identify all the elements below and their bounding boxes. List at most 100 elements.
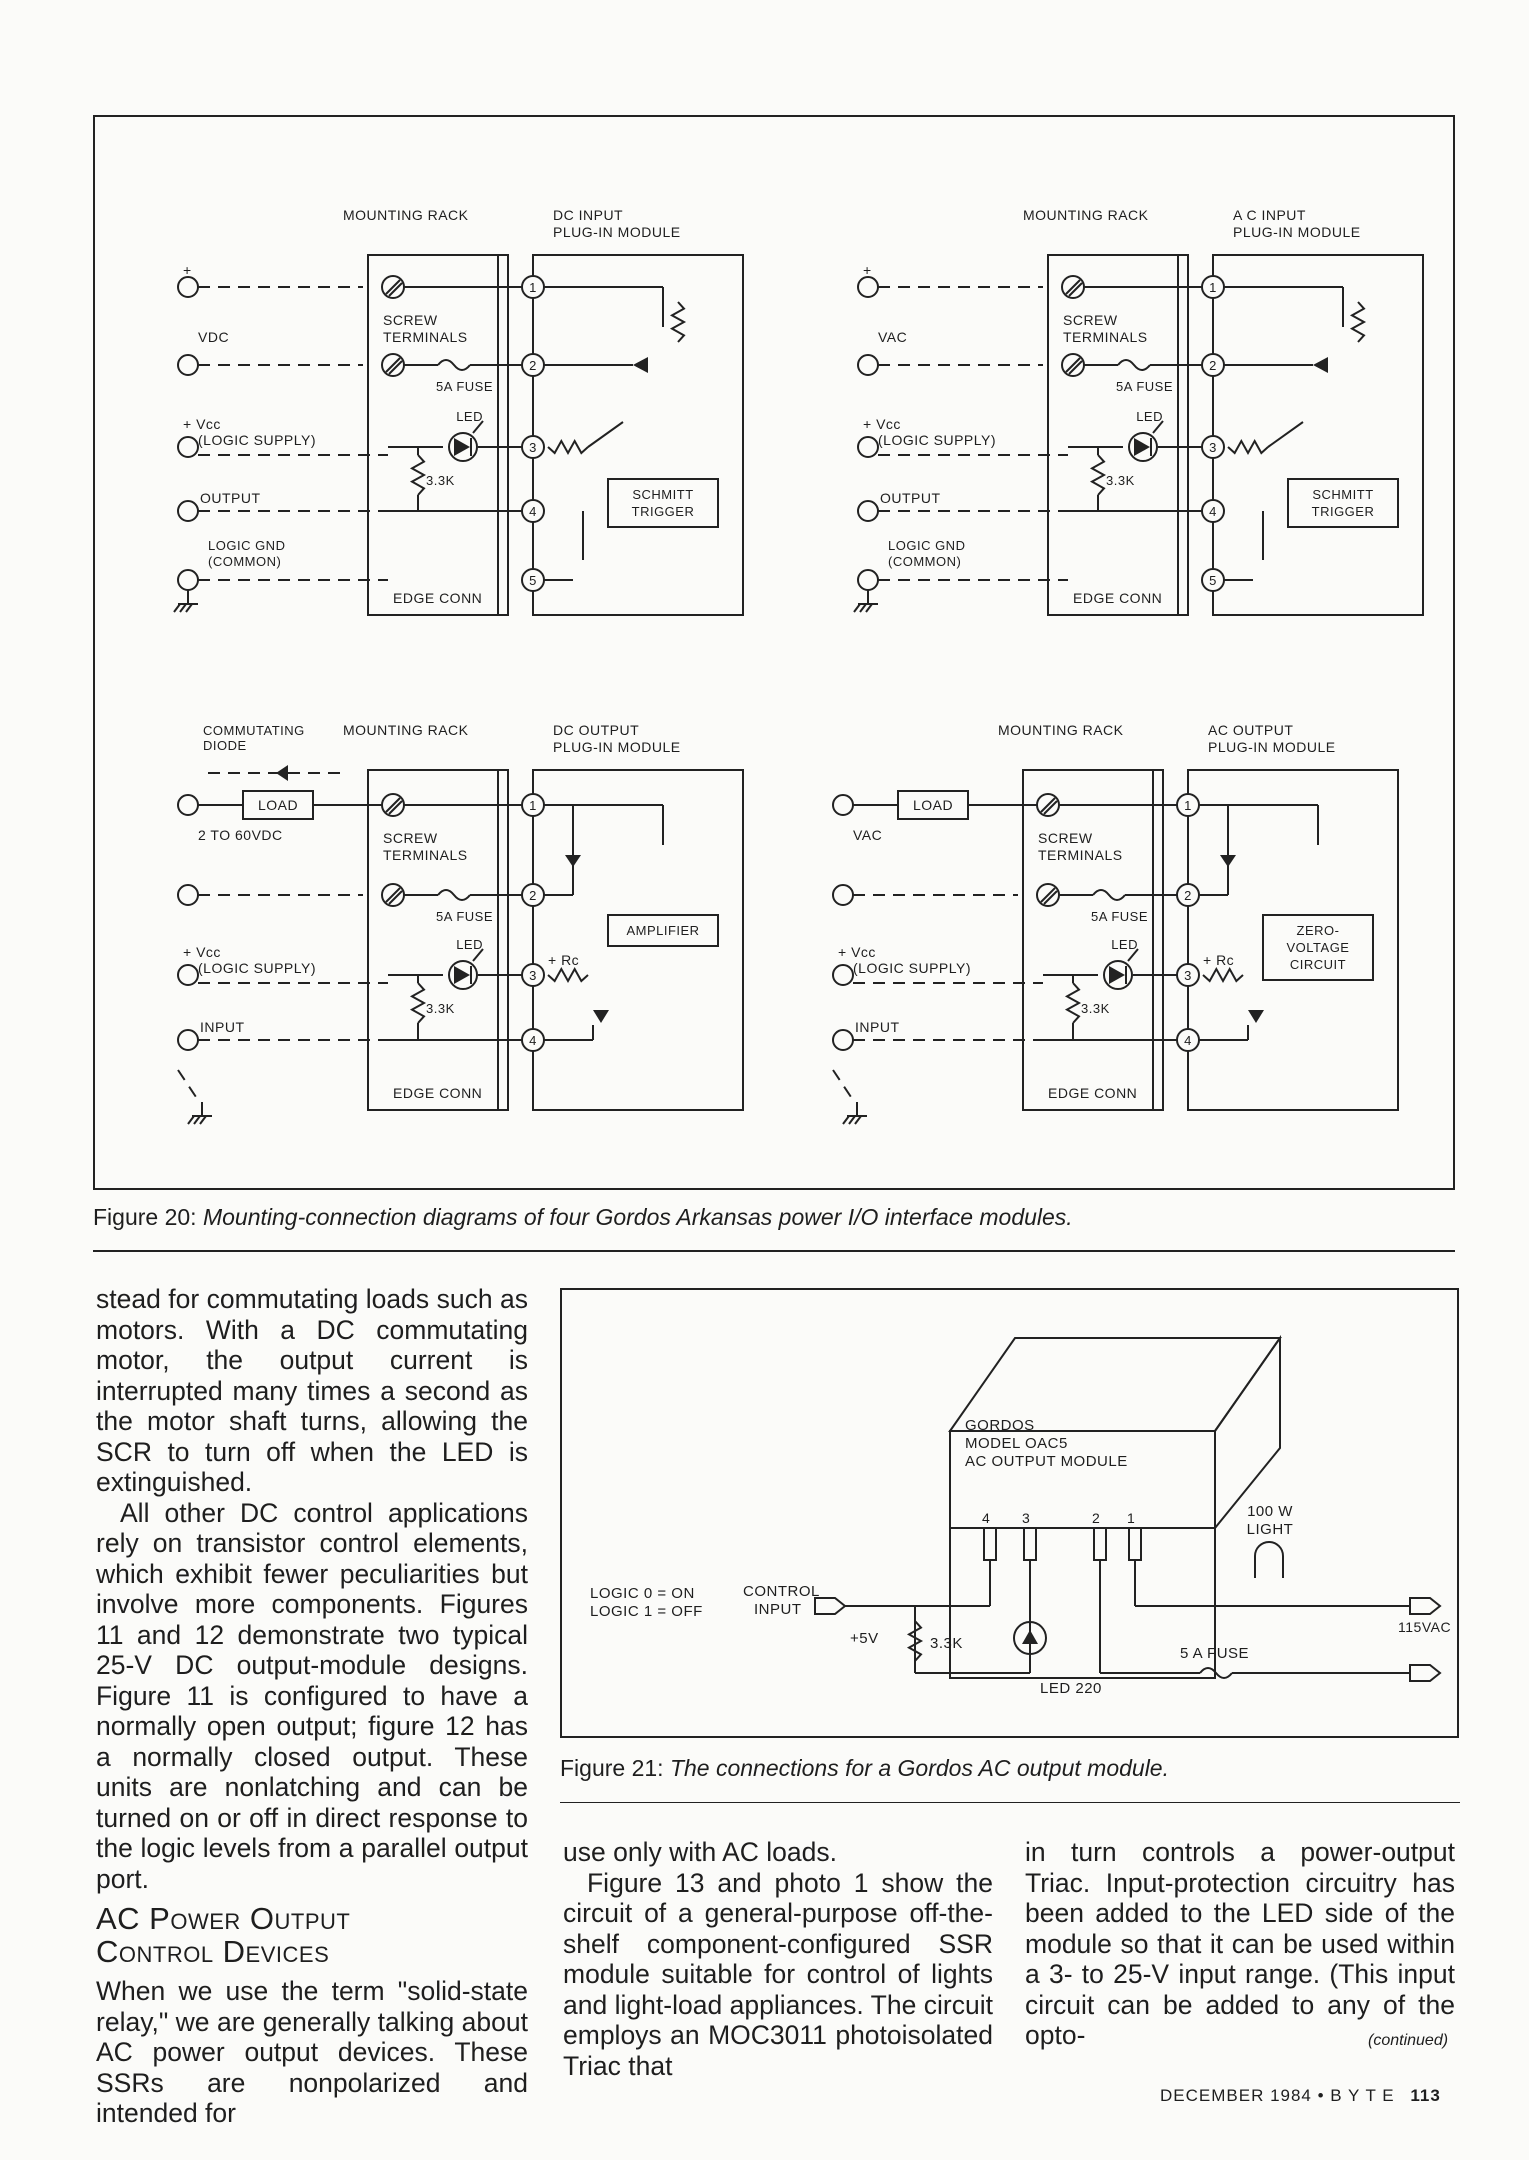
schematic-line: [848, 1115, 856, 1125]
diagram-label: (LOGIC SUPPLY): [853, 960, 971, 976]
diagram-label: 3: [1184, 968, 1192, 983]
diagram-label: DC INPUT: [553, 207, 623, 223]
section-heading-line: AC Power Output: [96, 1901, 351, 1936]
diagram-label: 3.3K: [1081, 1001, 1110, 1016]
resistor: [669, 301, 687, 343]
diagram-label: 2: [1184, 888, 1192, 903]
diagram-label: EDGE CONN: [1073, 590, 1162, 606]
box: [367, 769, 509, 1111]
resistor: [1064, 982, 1082, 1024]
box: [607, 478, 719, 528]
led-icon: [593, 1010, 609, 1023]
diagram-label: ZERO-: [1297, 923, 1340, 938]
terminal: [857, 569, 879, 591]
diagram-label: 5A FUSE: [436, 379, 493, 394]
paragraph: All other DC control applications rely o…: [96, 1497, 528, 1894]
diagram-label: GORDOS: [965, 1417, 1035, 1434]
terminal: [448, 960, 478, 990]
led-icon: [454, 966, 470, 984]
schematic-line: [1065, 279, 1081, 295]
paragraph: Figure 13 and photo 1 show the circuit o…: [563, 1867, 993, 2081]
diagram-label: 1: [529, 280, 537, 295]
figure-21-caption: Figure 21: The connections for a Gordos …: [560, 1755, 1169, 1782]
box: [1093, 1527, 1107, 1561]
led-icon: [454, 438, 470, 456]
figure-20-caption-label: Figure 20:: [93, 1204, 197, 1230]
diagram-label: DC OUTPUT: [553, 722, 639, 738]
resistor: [1202, 966, 1244, 984]
led-icon: [1022, 1630, 1038, 1644]
diagram-label: 2: [1092, 1510, 1100, 1526]
caption-divider: [93, 1250, 1455, 1252]
diagram-label: LIGHT: [1247, 1521, 1294, 1538]
schematic-line: [1040, 797, 1056, 813]
diagram-label: TERMINALS: [383, 329, 468, 345]
diagram-label: SCREW: [1038, 830, 1093, 846]
diagram-label: COMMUTATING: [203, 723, 305, 738]
diagram-label: TERMINALS: [1063, 329, 1148, 345]
diagram-label: CIRCUIT: [1290, 957, 1346, 972]
diagram-label: LOGIC 0 = ON: [590, 1585, 695, 1602]
diagram-label: (LOGIC SUPPLY): [198, 960, 316, 976]
resistor: [547, 966, 589, 984]
diagram-label: 1: [529, 798, 537, 813]
diagram-label: 2: [529, 888, 537, 903]
diagram-label: LED: [1136, 409, 1163, 424]
article-column-right: in turn controls a power-output Triac. I…: [1025, 1837, 1455, 2051]
diagram-label: + Rc: [1203, 952, 1234, 968]
fuse: [1117, 359, 1151, 371]
diagram-label: MOUNTING RACK: [998, 722, 1124, 738]
terminal: [832, 1029, 854, 1051]
schematic-line: [187, 1115, 195, 1125]
schematic-line: [179, 603, 187, 613]
resistor: [547, 438, 589, 456]
diagram-label: 1: [1209, 280, 1217, 295]
schematic-line: [185, 603, 193, 613]
terminal: [832, 964, 854, 986]
schematic-line: [859, 603, 867, 613]
diagram-label: PLUG-IN MODULE: [1233, 224, 1361, 240]
resistor: [1227, 438, 1269, 456]
diagram-label: 3.3K: [426, 1001, 455, 1016]
diagram-label: 3: [1022, 1510, 1030, 1526]
schematic-line: [388, 360, 403, 375]
diagram-label: MODEL OAC5: [965, 1435, 1068, 1452]
diagram-label: TERMINALS: [1038, 847, 1123, 863]
schematic-line: [177, 1069, 199, 1101]
schematic-line: [385, 357, 401, 373]
box: [607, 914, 719, 947]
diagram-label: 3: [529, 440, 537, 455]
diagram-label: + Vcc: [838, 944, 876, 960]
paragraph: in turn controls a power-output Triac. I…: [1025, 1837, 1455, 2050]
diagram-label: SCREW: [383, 830, 438, 846]
diagram-label: PLUG-IN MODULE: [1208, 739, 1336, 755]
schematic-line: [385, 797, 401, 813]
diagram-label: VAC: [878, 329, 907, 345]
diagram-label: 4: [529, 504, 537, 519]
diagram-label: MOUNTING RACK: [1023, 207, 1149, 223]
figure-20-caption-text: Mounting-connection diagrams of four Gor…: [202, 1204, 1073, 1230]
schematic-line: [385, 279, 401, 295]
diagram-label: (LOGIC SUPPLY): [878, 432, 996, 448]
diagram-label: 3: [529, 968, 537, 983]
diagram-label: VAC: [853, 827, 882, 843]
box: [367, 254, 509, 616]
footer-issue: DECEMBER 1984 • B Y T E: [1160, 2086, 1395, 2105]
diagram-label: EDGE CONN: [1048, 1085, 1137, 1101]
page-footer: DECEMBER 1984 • B Y T E 113: [1160, 2086, 1441, 2106]
schematic-line: [388, 800, 403, 815]
diagram-label: AC OUTPUT: [1208, 722, 1293, 738]
section-heading: AC Power Output Control Devices: [96, 1902, 528, 1968]
fuse: [1199, 1667, 1233, 1679]
terminal: [857, 354, 879, 376]
fuse: [437, 359, 471, 371]
box: [983, 1527, 997, 1561]
diagram-label: MOUNTING RACK: [343, 207, 469, 223]
terminal: [1128, 432, 1158, 462]
diagram-label: 3: [1209, 440, 1217, 455]
diagram-label: EDGE CONN: [393, 590, 482, 606]
